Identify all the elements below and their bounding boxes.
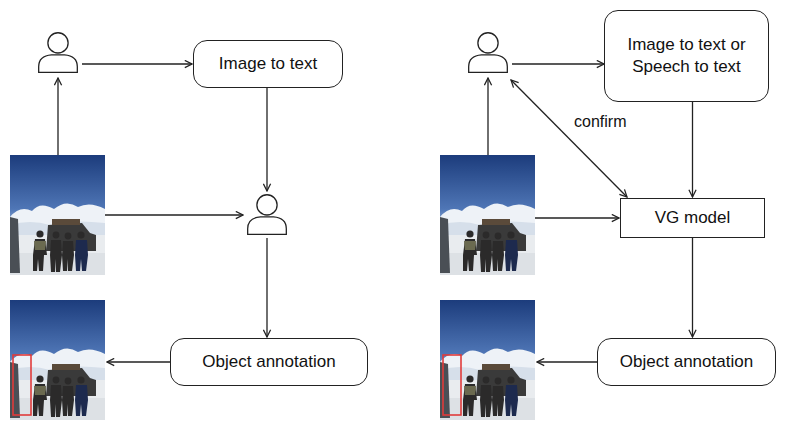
arrow [107,361,170,362]
process-box: Image to text [193,40,343,88]
box-label: Image to text or Speech to text [615,34,758,78]
photo [10,300,105,420]
annotation-box [13,355,31,415]
process-box: Object annotation [597,338,776,386]
arrow [105,214,243,215]
arrow [57,78,58,155]
box-label: Object annotation [620,351,753,373]
arrow [537,361,597,362]
model-box: VG model [620,198,765,238]
annotation-box [443,355,461,415]
person-icon [39,33,78,73]
box-label: VG model [655,207,731,229]
edge-label: confirm [572,113,628,131]
arrow [487,78,488,155]
person-icon [469,33,508,73]
process-box: Image to text or Speech to text [604,10,769,102]
photo [440,155,535,275]
photo [10,155,105,275]
photo [440,300,535,420]
arrow [82,63,192,64]
connector [692,238,693,337]
connector [692,102,693,197]
box-label: Image to text [219,53,317,75]
arrow [266,88,267,191]
arrow [535,217,619,218]
arrow [266,238,267,337]
process-box: Object annotation [170,338,368,386]
person-icon [248,195,287,235]
box-label: Object annotation [202,351,335,373]
arrow [512,63,604,64]
